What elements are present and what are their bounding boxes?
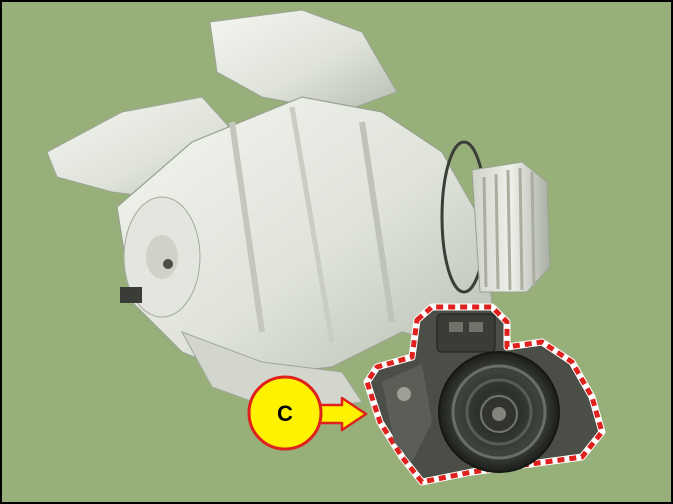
callout-badge: C (247, 375, 323, 451)
callout-label: C (277, 401, 293, 426)
solenoid-valve-assembly (363, 303, 606, 486)
transmission-housing-image (46, 9, 551, 413)
